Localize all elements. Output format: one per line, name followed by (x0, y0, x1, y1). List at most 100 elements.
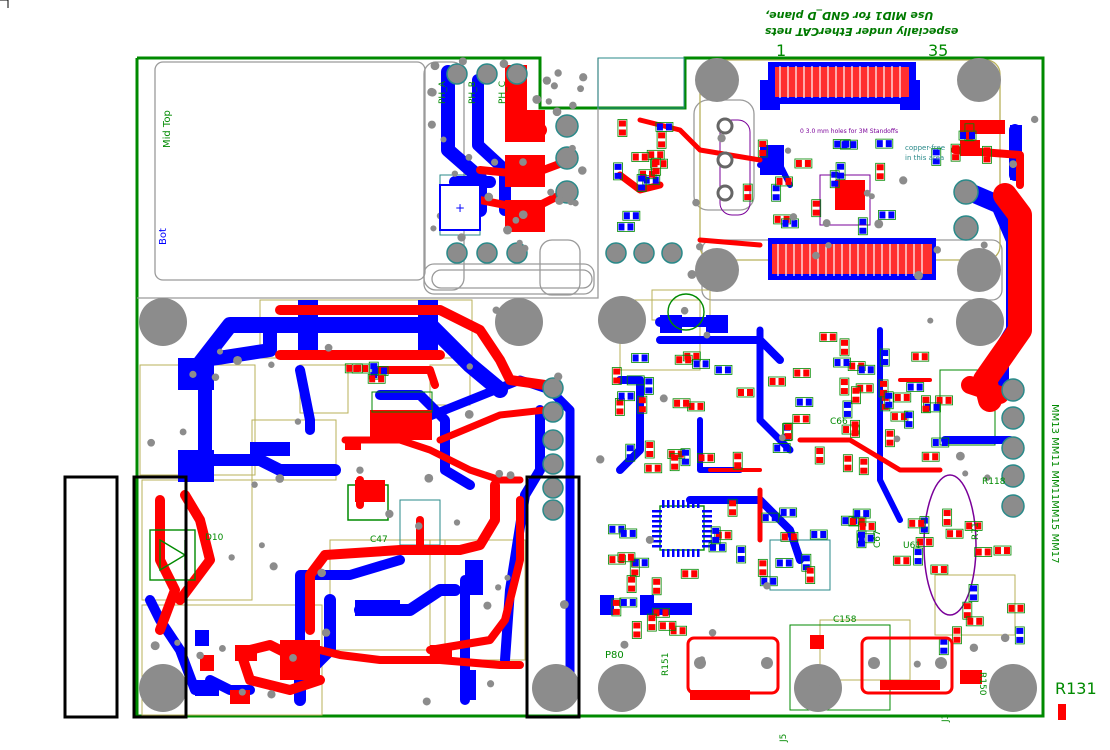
smd-passive (904, 410, 914, 429)
via (317, 568, 327, 578)
smd-passive (617, 552, 636, 563)
smd-passive (626, 575, 637, 594)
smd-passive (842, 400, 853, 419)
via (1005, 505, 1012, 512)
electrolytic-capacitor: + (439, 184, 705, 331)
smd-passive (931, 147, 942, 166)
smd-passive (847, 361, 866, 371)
via (506, 471, 515, 480)
via (914, 271, 923, 281)
via (492, 306, 500, 314)
board-outline (135, 56, 1045, 718)
smd-passive (982, 145, 992, 164)
smd-passive (930, 564, 949, 575)
smd-passive (652, 607, 670, 618)
via (427, 120, 436, 129)
smd-passives-grid (344, 119, 1025, 656)
smd-passive (850, 419, 860, 438)
via (789, 213, 798, 221)
via (696, 243, 704, 251)
via (659, 394, 668, 403)
via (680, 306, 689, 315)
via (763, 582, 771, 590)
via (268, 361, 275, 368)
via (554, 69, 562, 77)
smd-passive (631, 621, 642, 639)
smd-passive (795, 397, 814, 408)
via (962, 470, 969, 477)
via (150, 641, 160, 651)
via (267, 690, 276, 699)
smd-passive (646, 613, 657, 632)
svg-text:+: + (455, 201, 465, 215)
via (458, 57, 467, 66)
via (521, 244, 529, 253)
via (504, 574, 511, 581)
via (645, 535, 654, 544)
smd-passive (644, 440, 655, 459)
via (464, 409, 474, 419)
smd-passive (651, 157, 662, 176)
smd-passive (768, 376, 786, 387)
smd-passive (921, 395, 931, 414)
refdes-d10: D10 (205, 533, 224, 543)
via (512, 216, 520, 224)
smd-passive (858, 521, 877, 532)
smd-passive (617, 391, 635, 402)
keep-area-note-1: copper-free (905, 144, 945, 152)
smd-passive (805, 566, 816, 584)
via (812, 251, 820, 260)
via (874, 219, 884, 229)
top-copper-traces (155, 65, 1032, 695)
via (933, 246, 942, 254)
smd-passive (794, 158, 813, 169)
via (579, 73, 588, 82)
via (547, 188, 555, 196)
via (465, 153, 473, 161)
via (179, 428, 187, 436)
via (559, 600, 569, 609)
via (703, 331, 711, 339)
via (289, 654, 297, 662)
smd-passive (619, 597, 638, 608)
via (466, 363, 473, 370)
note-line-1: Use MID1 for GND_D plane, (765, 9, 933, 22)
qfn-ic-footprint (652, 500, 712, 557)
keep-area-note-2: in this area (905, 154, 944, 162)
via (491, 158, 499, 166)
via (218, 645, 226, 652)
smd-passive (732, 451, 743, 470)
smd-passive (742, 183, 753, 202)
smd-passive (669, 453, 680, 472)
refdes-r71: R71 (971, 522, 981, 540)
via (572, 199, 579, 207)
smd-passive (775, 176, 793, 187)
smd-passive (875, 138, 894, 149)
pin-label-last: 35 (928, 41, 948, 60)
via (778, 434, 786, 442)
via (955, 451, 965, 461)
board-to-board-connectors (768, 62, 936, 280)
smd-passive (736, 545, 747, 564)
via (994, 691, 1001, 698)
via (532, 94, 542, 104)
external-outlines (63, 475, 581, 719)
ic-soic-top (371, 391, 433, 413)
smd-passive (893, 392, 912, 403)
via (269, 562, 278, 571)
smd-passive (952, 626, 962, 645)
refdes-r150: R150 (977, 672, 987, 696)
smd-passive (968, 584, 979, 602)
via (578, 166, 587, 175)
smd-passive (1007, 603, 1025, 614)
smd-passive (921, 451, 940, 462)
refdes-j5: J5 (779, 734, 789, 743)
via (516, 239, 523, 247)
smd-passive (814, 446, 825, 465)
smd-passive (835, 162, 846, 181)
smd-passive (833, 357, 851, 368)
via (692, 198, 700, 207)
via (415, 522, 423, 530)
via (324, 343, 333, 352)
